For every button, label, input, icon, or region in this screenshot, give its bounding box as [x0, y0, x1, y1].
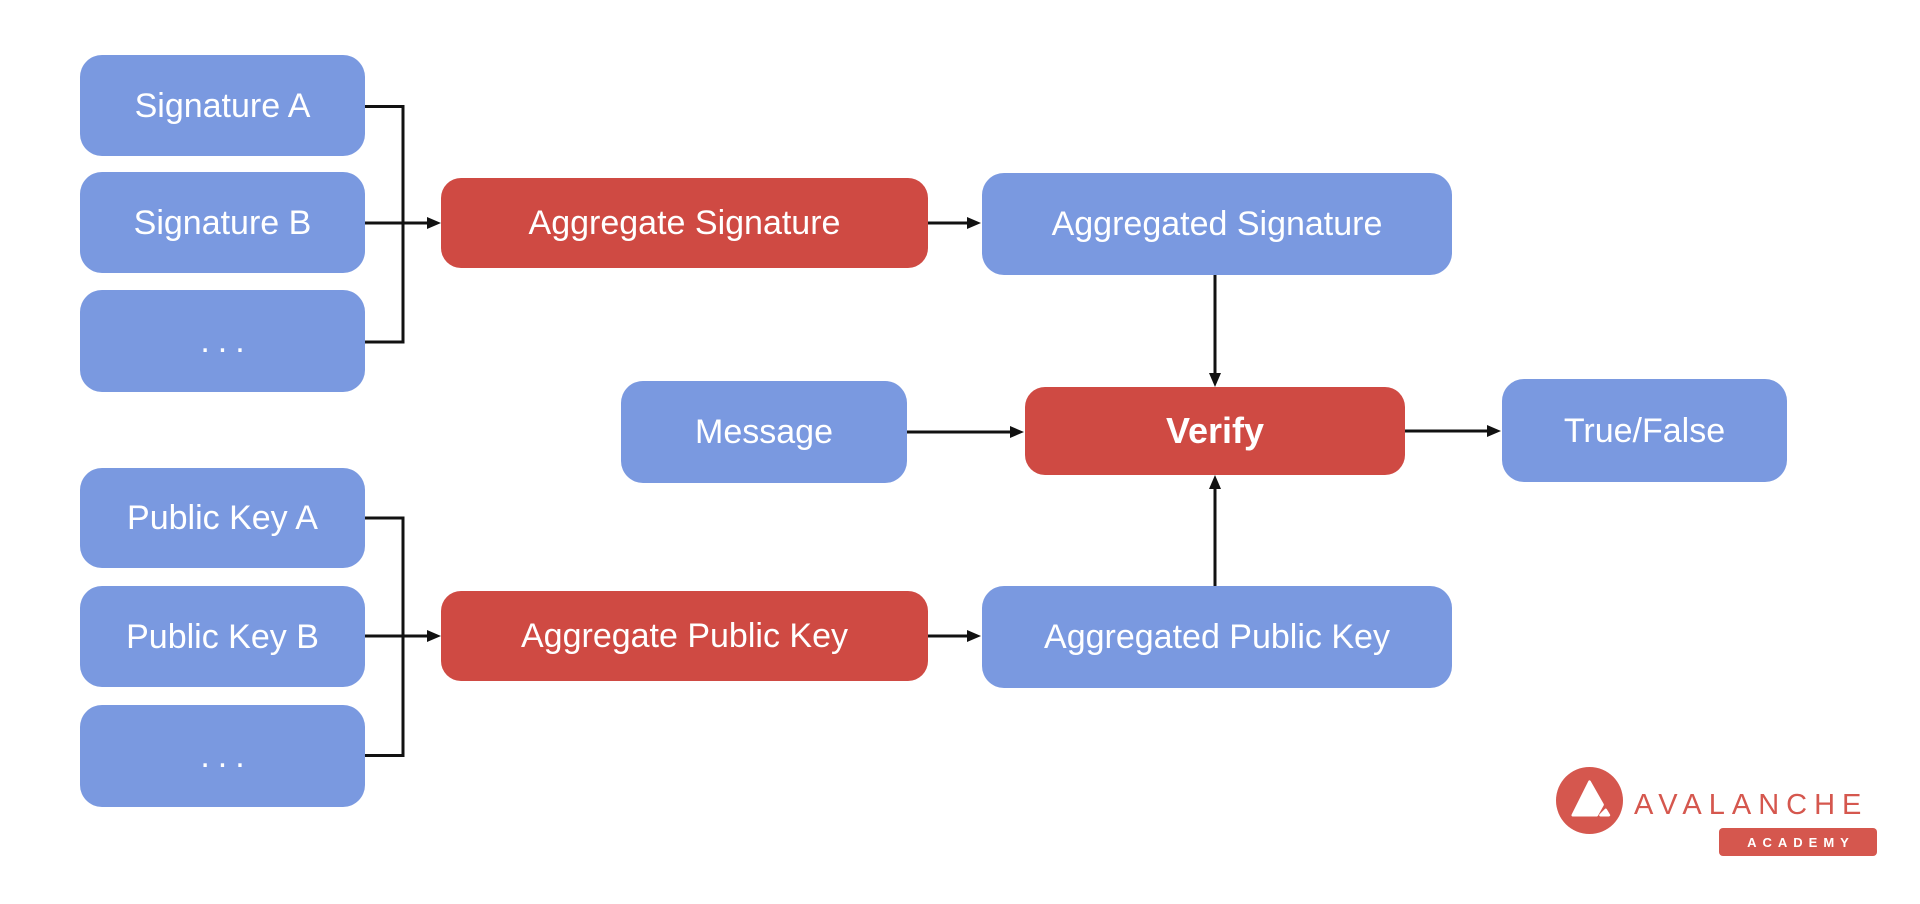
- avalanche-wordmark: AVALANCHE: [1634, 789, 1869, 821]
- node-aggregate-signature: Aggregate Signature: [441, 178, 928, 268]
- avalanche-academy-logo: AVALANCHE ACADEMY: [1556, 767, 1886, 859]
- node-signature-b: Signature B: [80, 172, 365, 273]
- node-aggregate-public-key: Aggregate Public Key: [441, 591, 928, 681]
- node-message: Message: [621, 381, 907, 483]
- node-aggregated-public-key: Aggregated Public Key: [982, 586, 1452, 688]
- node-public-key-more: ...: [80, 705, 365, 807]
- node-signature-a: Signature A: [80, 55, 365, 156]
- node-signature-more: ...: [80, 290, 365, 392]
- node-public-key-b: Public Key B: [80, 586, 365, 687]
- node-aggregated-signature: Aggregated Signature: [982, 173, 1452, 275]
- node-verify: Verify: [1025, 387, 1405, 475]
- node-true-false: True/False: [1502, 379, 1787, 482]
- academy-badge: ACADEMY: [1719, 828, 1877, 856]
- avalanche-mountain-icon: [1556, 767, 1623, 834]
- node-public-key-a: Public Key A: [80, 468, 365, 568]
